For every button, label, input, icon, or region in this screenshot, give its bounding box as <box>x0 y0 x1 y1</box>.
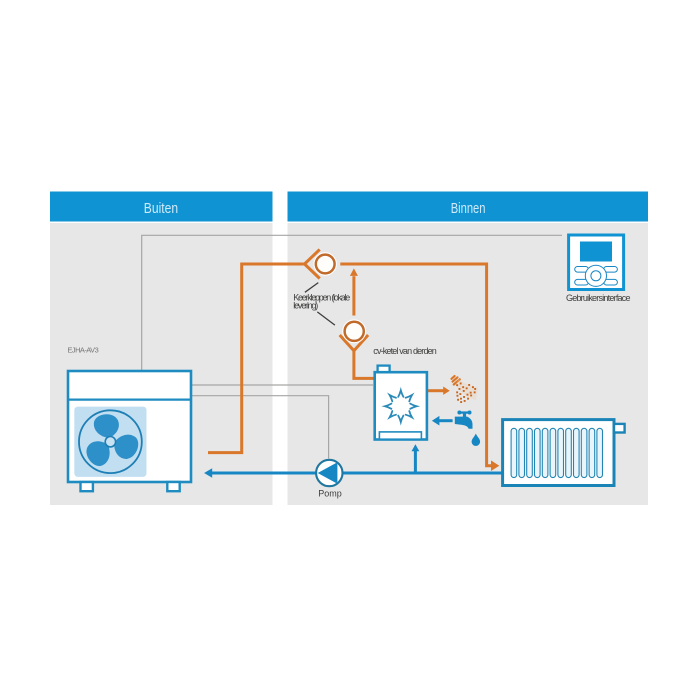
svg-text:EJHA-AV3: EJHA-AV3 <box>68 345 99 354</box>
svg-text:Binnen: Binnen <box>451 200 486 217</box>
svg-text:cv-ketel van derden: cv-ketel van derden <box>373 346 437 356</box>
svg-text:Buiten: Buiten <box>144 200 178 217</box>
svg-text:Pomp: Pomp <box>318 488 342 498</box>
svg-text:Keerkleppen (lokale: Keerkleppen (lokale <box>293 292 350 302</box>
svg-text:Gebruikersinterface: Gebruikersinterface <box>566 293 631 303</box>
svg-text:levering): levering) <box>293 301 318 311</box>
